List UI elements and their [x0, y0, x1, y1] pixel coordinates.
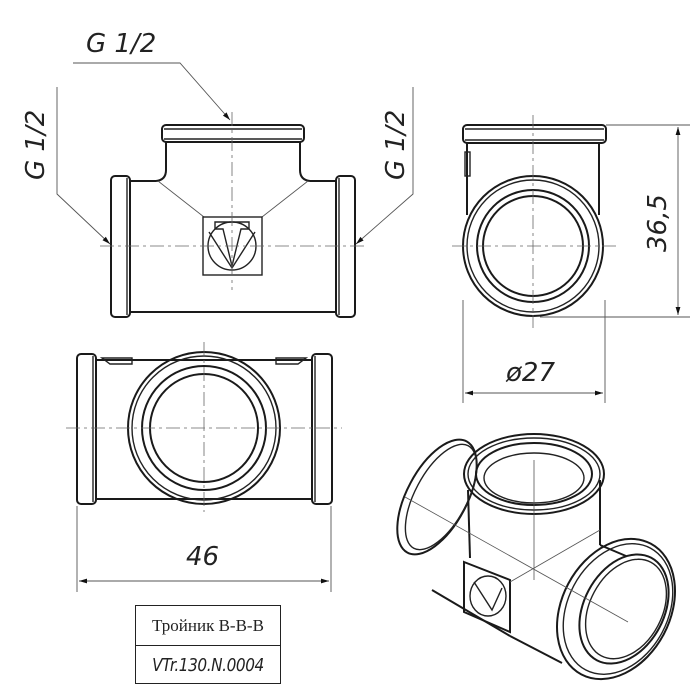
valtec-triangle-logo-icon-isometric	[463, 560, 511, 634]
isometric-view	[396, 433, 676, 681]
title-block-code: VTr.130.N.0004	[152, 655, 264, 676]
top-view: 46	[66, 342, 342, 592]
dimension-height: 36,5	[643, 194, 673, 252]
thread-label-top: G 1/2	[86, 29, 156, 59]
side-view: 36,5 ø27	[452, 115, 690, 403]
dimension-diameter: ø27	[505, 358, 555, 388]
thread-label-left: G 1/2	[21, 110, 51, 180]
front-view: G 1/2 G 1/2 G 1/2	[21, 29, 414, 318]
title-block-name: Тройник В-В-В	[136, 606, 280, 646]
thread-label-right: G 1/2	[381, 110, 411, 180]
dimension-length: 46	[186, 542, 219, 572]
title-block: Тройник В-В-В VTr.130.N.0004	[135, 605, 281, 684]
